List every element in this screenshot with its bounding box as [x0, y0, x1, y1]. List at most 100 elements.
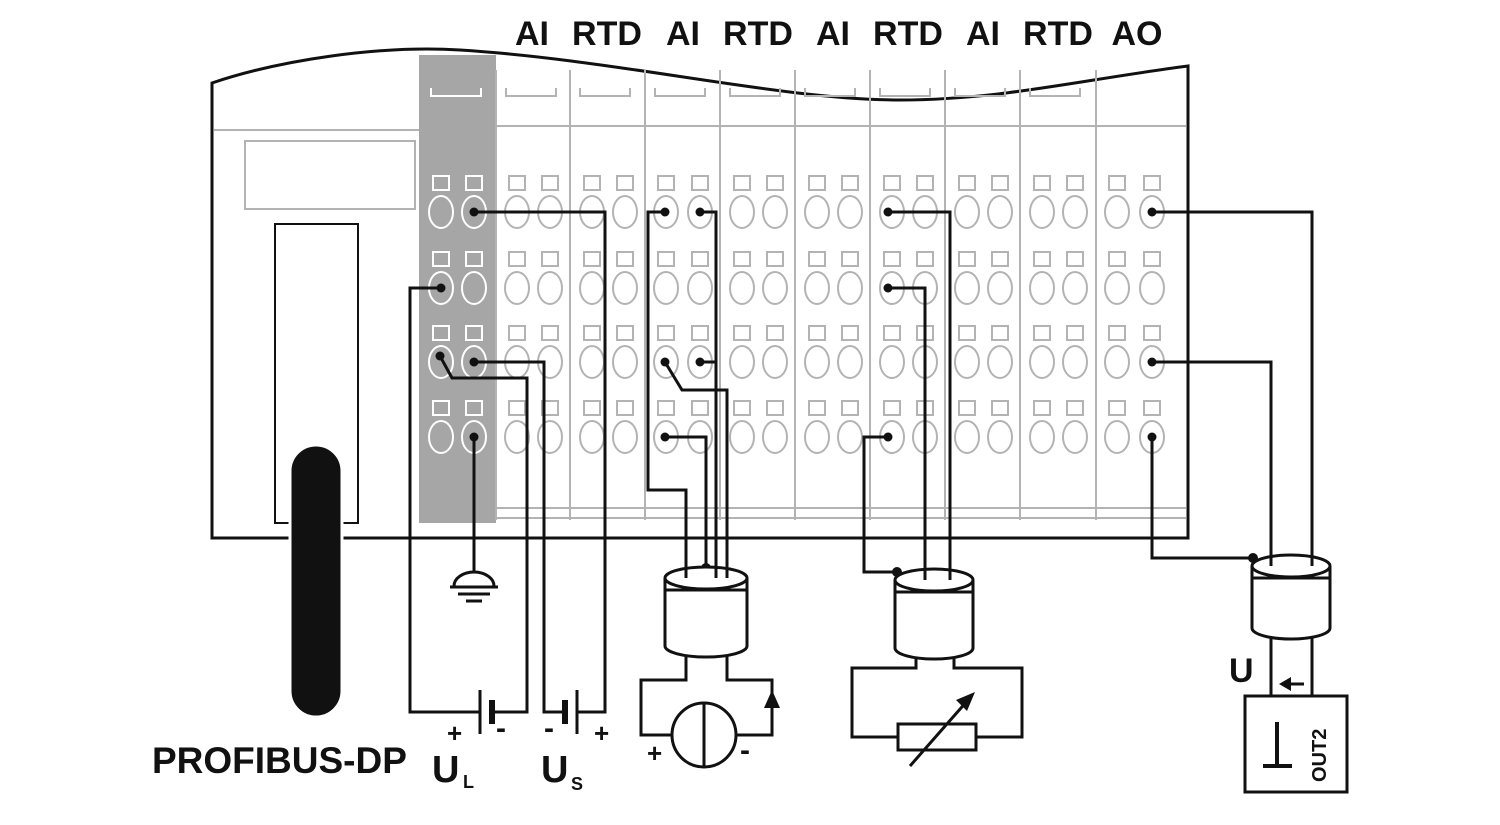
out2-label: OUT2: [1309, 729, 1331, 782]
ground-symbol-icon: [1263, 722, 1292, 768]
terminal-indicator: [508, 325, 526, 341]
terminal-indicator: [916, 251, 934, 267]
terminal-indicator: [691, 175, 709, 191]
terminal-point: [653, 271, 679, 305]
terminal-point: [1104, 271, 1130, 305]
terminal-point: [762, 195, 788, 229]
wire-ao-1: [1152, 210, 1314, 560]
ul-label: U: [432, 749, 459, 791]
terminal-point: [428, 195, 454, 229]
terminal-point: [461, 271, 487, 305]
terminal-indicator: [1108, 251, 1126, 267]
terminal-indicator: [465, 175, 483, 191]
junction-dot: [660, 207, 670, 217]
ground-icon: [450, 570, 498, 603]
terminal-indicator: [916, 175, 934, 191]
latch-mark: [430, 88, 482, 97]
latch-mark: [954, 88, 1006, 97]
wire-ao-shield: [1150, 437, 1253, 560]
terminal-point: [729, 195, 755, 229]
terminal-point: [837, 345, 863, 379]
terminal-indicator: [616, 325, 634, 341]
terminal-grid: [428, 70, 1186, 520]
terminal-indicator: [616, 400, 634, 416]
latch-mark: [654, 88, 706, 97]
terminal-indicator: [583, 175, 601, 191]
wire-ai-5: [665, 435, 708, 568]
terminal-point: [762, 420, 788, 454]
battery-icon: [478, 690, 495, 734]
junction-dot: [469, 432, 479, 442]
ul-subscript: L: [463, 772, 474, 792]
wire-ai-source-right: [725, 648, 774, 737]
terminal-point: [1062, 271, 1088, 305]
latch-mark: [505, 88, 557, 97]
terminal-indicator: [1143, 325, 1161, 341]
terminal-point: [612, 345, 638, 379]
terminal-point: [729, 420, 755, 454]
terminal-point: [687, 271, 713, 305]
wire-rtd-1: [888, 210, 952, 568]
terminal-indicator: [432, 325, 450, 341]
junction-dot: [695, 207, 705, 217]
terminal-point: [504, 420, 530, 454]
junction-dot: [695, 357, 705, 367]
junction-dot: [660, 432, 670, 442]
terminal-point: [987, 420, 1013, 454]
wire-us-plus: [474, 210, 607, 714]
terminal-indicator: [841, 400, 859, 416]
terminal-indicator: [657, 325, 675, 341]
bus-label: PROFIBUS-DP: [152, 740, 407, 781]
us-plus-label: +: [594, 718, 609, 748]
terminal-point: [612, 420, 638, 454]
terminal-indicator: [1143, 251, 1161, 267]
junction-dot: [883, 432, 893, 442]
module-label: RTD: [1023, 15, 1093, 53]
junction-dot: [436, 283, 446, 293]
terminal-point: [879, 345, 905, 379]
terminal-indicator: [465, 325, 483, 341]
arrow-up-icon: [764, 690, 780, 708]
terminal-point: [1104, 195, 1130, 229]
terminal-indicator: [541, 175, 559, 191]
voltage-arrow-icon: [1279, 677, 1291, 691]
terminal-point: [804, 420, 830, 454]
terminal-point: [1062, 345, 1088, 379]
module-label: AO: [1112, 15, 1163, 53]
terminal-point: [954, 271, 980, 305]
terminal-point: [804, 271, 830, 305]
terminal-indicator: [1033, 251, 1051, 267]
terminal-indicator: [841, 325, 859, 341]
terminal-indicator: [657, 251, 675, 267]
sleeve-wires: [684, 548, 1314, 580]
terminal-indicator: [432, 251, 450, 267]
output-device-box: [1243, 694, 1349, 794]
profibus-cable: [288, 443, 344, 719]
terminal-point: [954, 195, 980, 229]
terminal-indicator: [657, 400, 675, 416]
terminal-indicator: [1143, 175, 1161, 191]
wire-rtd-pot: [850, 656, 918, 739]
terminal-point: [837, 271, 863, 305]
latch-mark: [729, 88, 781, 97]
terminal-indicator: [508, 175, 526, 191]
terminal-point: [653, 345, 679, 379]
terminal-point: [537, 420, 563, 454]
terminal-indicator: [808, 325, 826, 341]
source-plus-label: +: [647, 738, 662, 768]
terminal-indicator: [733, 400, 751, 416]
terminal-indicator: [766, 175, 784, 191]
terminal-point: [1139, 271, 1165, 305]
shield-icon: [663, 565, 749, 659]
terminal-point: [1029, 271, 1055, 305]
terminal-point: [1029, 420, 1055, 454]
terminal-indicator: [883, 325, 901, 341]
wiring-layer: [408, 210, 1314, 739]
module-label: RTD: [572, 15, 642, 53]
terminal-indicator: [583, 325, 601, 341]
terminal-indicator: [616, 175, 634, 191]
source-minus-label: -: [740, 734, 750, 767]
module-label: AI: [666, 15, 700, 53]
wire-ai-2: [700, 210, 718, 568]
